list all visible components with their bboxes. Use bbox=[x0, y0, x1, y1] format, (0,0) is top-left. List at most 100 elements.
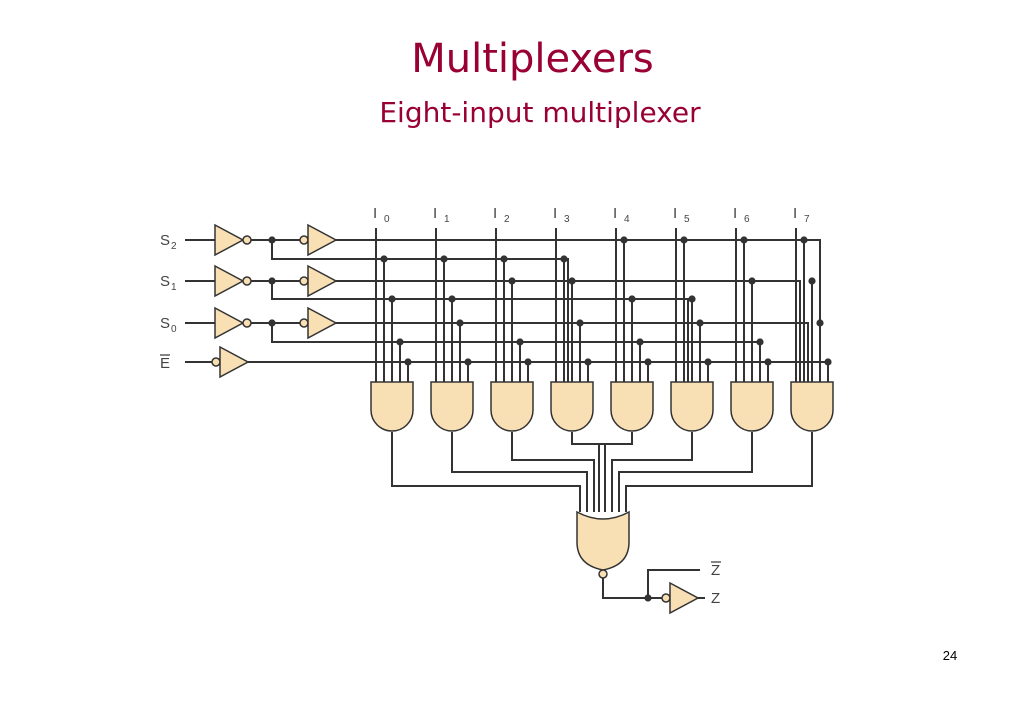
junction-dot bbox=[644, 358, 652, 366]
data-input-label-3-letter: I bbox=[553, 205, 557, 222]
data-input-label-7-letter: I bbox=[793, 205, 797, 222]
inversion-bubble bbox=[299, 276, 309, 286]
inversion-bubble bbox=[211, 357, 221, 367]
data-input-label-4-index: 4 bbox=[624, 214, 630, 225]
enable-input-label: E bbox=[160, 354, 170, 372]
junction-dot bbox=[268, 319, 276, 327]
data-input-label-5-index: 5 bbox=[684, 214, 690, 225]
inversion-bubble bbox=[242, 318, 252, 328]
junction-dot bbox=[740, 236, 748, 244]
junction-dot bbox=[268, 236, 276, 244]
junction-dot bbox=[560, 255, 568, 263]
data-input-label-2-index: 2 bbox=[504, 214, 510, 225]
junction-dot bbox=[584, 358, 592, 366]
slide-subtitle: Eight-input multiplexer bbox=[379, 96, 701, 129]
and-output-wire-2 bbox=[511, 432, 595, 512]
junction-dot bbox=[396, 338, 404, 346]
data-input-label-7-index: 7 bbox=[804, 214, 810, 225]
data-input-label-5-letter: I bbox=[673, 205, 677, 222]
junction-dot bbox=[816, 319, 824, 327]
inversion-bubble bbox=[299, 235, 309, 245]
and-output-wire-0 bbox=[391, 432, 581, 512]
junction-dot bbox=[456, 319, 464, 327]
output-z-bar-wire bbox=[647, 569, 700, 598]
and-gate-5 bbox=[670, 381, 714, 432]
select-1-inverter bbox=[214, 264, 245, 298]
data-input-label-0-letter: I bbox=[373, 205, 377, 222]
or-gate bbox=[576, 510, 630, 571]
junction-dot bbox=[704, 358, 712, 366]
data-input-label-6-index: 6 bbox=[744, 214, 750, 225]
output-z-label-letter: Z bbox=[711, 590, 720, 607]
data-input-label-1-index: 1 bbox=[444, 214, 450, 225]
select-input-label-0-letter: S bbox=[160, 232, 170, 249]
output-wire bbox=[602, 578, 662, 599]
inversion-bubble bbox=[299, 318, 309, 328]
enable-line bbox=[248, 361, 829, 382]
select-input-label-2-index: 0 bbox=[171, 324, 177, 335]
output-z-label: Z bbox=[711, 590, 720, 607]
slide-title: Multiplexers bbox=[411, 36, 654, 82]
select-input-label-1-index: 1 bbox=[171, 282, 177, 293]
data-input-label-0-index: 0 bbox=[384, 214, 390, 225]
select-1-complement-line bbox=[271, 281, 689, 382]
data-input-label-4-letter: I bbox=[613, 205, 617, 222]
junction-dot bbox=[576, 319, 584, 327]
output-inverter bbox=[669, 581, 700, 615]
junction-dot bbox=[568, 277, 576, 285]
inversion-bubble bbox=[661, 593, 671, 603]
select-input-label-2-letter: S bbox=[160, 315, 170, 332]
junction-dot bbox=[464, 358, 472, 366]
and-gate-7 bbox=[790, 381, 834, 432]
junction-dot bbox=[404, 358, 412, 366]
select-0-inverter bbox=[214, 306, 245, 340]
output-z-bar-label-letter: Z bbox=[711, 562, 720, 579]
junction-dot bbox=[628, 295, 636, 303]
select-2-complement-line bbox=[271, 240, 569, 382]
select-0-buffer bbox=[307, 306, 338, 340]
junction-dot bbox=[500, 255, 508, 263]
junction-dot bbox=[524, 358, 532, 366]
data-input-label-6-letter: I bbox=[733, 205, 737, 222]
select-input-label-0-index: 2 bbox=[171, 241, 177, 252]
junction-dot bbox=[808, 277, 816, 285]
and-output-wire-4 bbox=[618, 432, 753, 512]
and-gate-2 bbox=[490, 381, 534, 432]
and-gate-6 bbox=[730, 381, 774, 432]
and-gate-1 bbox=[430, 381, 474, 432]
output-z-bar-label: Z bbox=[711, 561, 721, 579]
junction-dot bbox=[388, 295, 396, 303]
inversion-bubble bbox=[242, 235, 252, 245]
junction-dot bbox=[764, 358, 772, 366]
junction-dot bbox=[800, 236, 808, 244]
junction-dot bbox=[448, 295, 456, 303]
select-0-complement-line bbox=[271, 323, 761, 382]
junction-dot bbox=[508, 277, 516, 285]
select-1-buffer bbox=[307, 264, 338, 298]
junction-dot bbox=[440, 255, 448, 263]
select-input-label-1-letter: S bbox=[160, 273, 170, 290]
and-gate-0 bbox=[370, 381, 414, 432]
select-2-buffer bbox=[307, 223, 338, 257]
page-number: 24 bbox=[942, 648, 958, 663]
junction-dot bbox=[748, 277, 756, 285]
data-input-label-3-index: 3 bbox=[564, 214, 570, 225]
junction-dot bbox=[516, 338, 524, 346]
enable-input-label-letter: E bbox=[160, 355, 170, 372]
data-input-label-1-letter: I bbox=[433, 205, 437, 222]
inversion-bubble bbox=[242, 276, 252, 286]
junction-dot bbox=[824, 358, 832, 366]
and-gate-4 bbox=[610, 381, 654, 432]
enable-buffer bbox=[219, 345, 250, 379]
